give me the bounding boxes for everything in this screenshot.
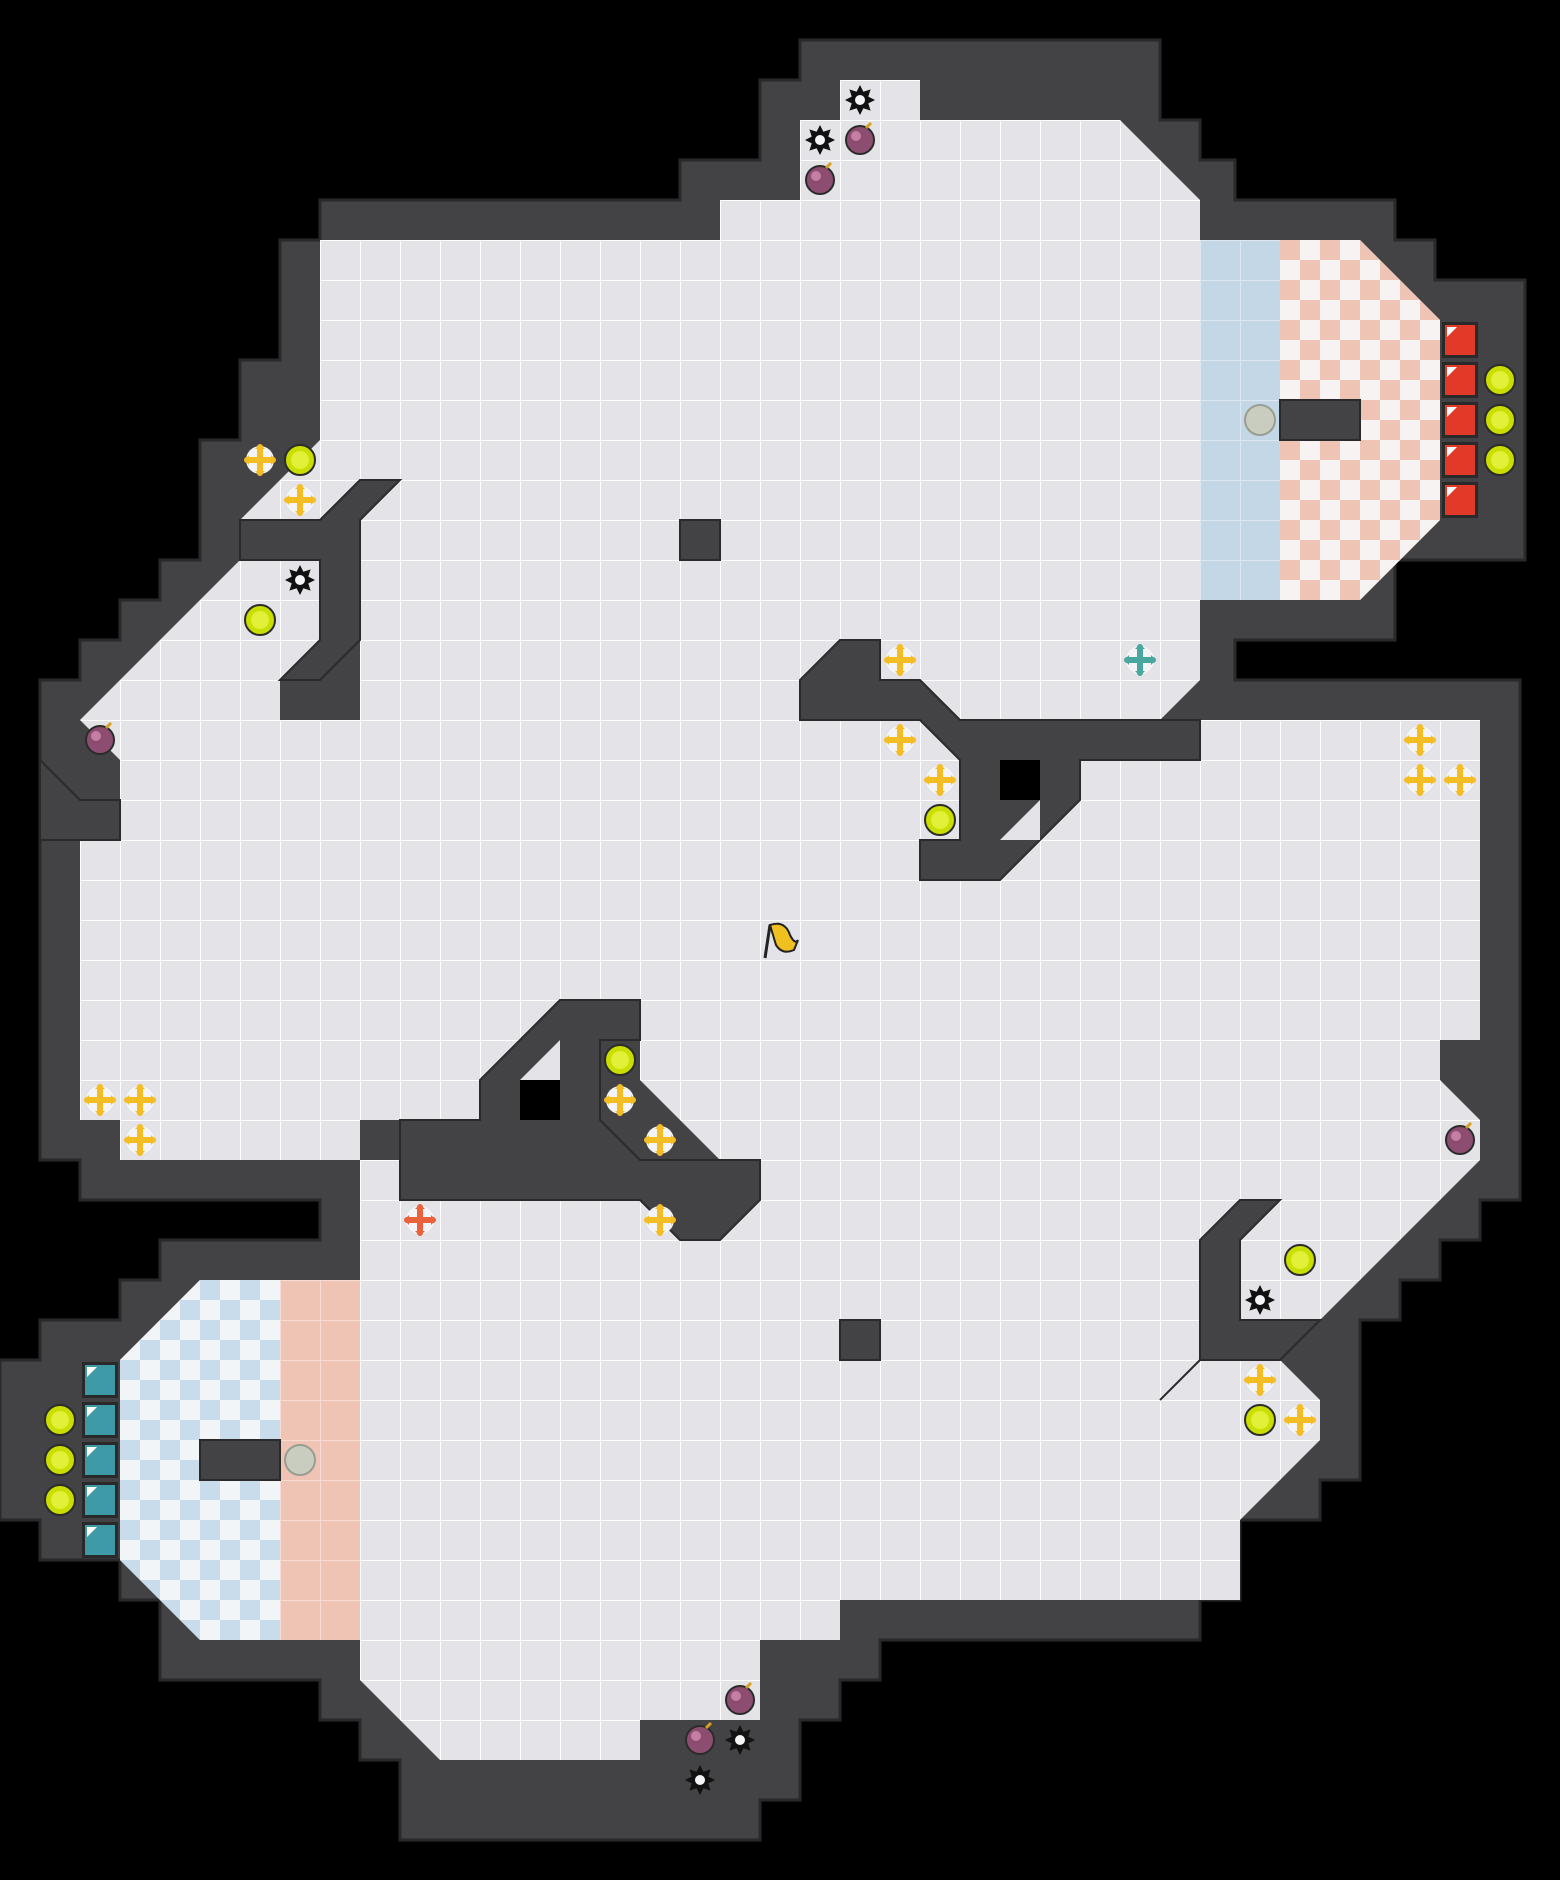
wall-bar-top-base xyxy=(1279,399,1361,441)
wall-lower-right-spur xyxy=(1159,1199,1323,1401)
wall-block-top xyxy=(679,519,721,561)
green-powerup-icon xyxy=(44,1484,76,1516)
red-flag-tile xyxy=(1442,482,1478,518)
wall-upper-left-spur xyxy=(239,479,403,681)
purple-bomb-icon xyxy=(805,161,835,195)
yellow-plus-icon xyxy=(1404,724,1436,756)
map-items xyxy=(44,85,1516,1795)
purple-bomb-icon xyxy=(1445,1121,1475,1155)
green-powerup-icon xyxy=(284,444,316,476)
green-powerup-icon xyxy=(1244,1404,1276,1436)
yellow-plus-icon xyxy=(1444,764,1476,796)
wall-block-bottom xyxy=(839,1319,881,1361)
gap-top-center-diag xyxy=(1000,800,1040,840)
blue-flag-tile xyxy=(82,1482,118,1518)
red-flag-tile xyxy=(1442,402,1478,438)
purple-bomb-icon xyxy=(685,1721,715,1755)
yellow-plus-icon xyxy=(1244,1364,1276,1396)
yellow-flag-icon xyxy=(763,922,799,959)
wall-bar-bottom-base xyxy=(199,1439,281,1481)
yellow-plus-icon xyxy=(924,764,956,796)
wall-bottom-center-arm xyxy=(399,999,761,1241)
floor-main-area xyxy=(80,560,1480,1760)
blue-flag-tile xyxy=(82,1362,118,1398)
red-flag-tile xyxy=(1442,362,1478,398)
yellow-plus-icon xyxy=(1404,764,1436,796)
gaps xyxy=(520,760,1040,1120)
green-powerup-icon xyxy=(1484,364,1516,396)
yellow-plus-icon xyxy=(884,724,916,756)
green-powerup-icon xyxy=(44,1404,76,1436)
green-powerup-icon xyxy=(924,804,956,836)
red-flag-tile xyxy=(1442,322,1478,358)
green-powerup-icon xyxy=(244,604,276,636)
blue-flag-tile xyxy=(82,1522,118,1558)
grey-portal-icon xyxy=(284,1444,316,1476)
black-spike-icon xyxy=(805,125,835,155)
black-spike-icon xyxy=(1245,1285,1275,1315)
black-spike-icon xyxy=(685,1765,715,1795)
green-powerup-icon xyxy=(604,1044,636,1076)
wall-left-notch xyxy=(39,757,121,841)
green-powerup-icon xyxy=(1484,444,1516,476)
grey-portal-icon xyxy=(1244,404,1276,436)
yellow-plus-icon xyxy=(124,1124,156,1156)
yellow-plus-icon xyxy=(1284,1404,1316,1436)
black-spike-icon xyxy=(285,565,315,595)
gap-top-center xyxy=(1000,760,1040,800)
red-flag-tile xyxy=(1442,442,1478,478)
yellow-plus-icon xyxy=(644,1204,676,1236)
yellow-plus-icon xyxy=(244,444,276,476)
green-powerup-icon xyxy=(44,1444,76,1476)
yellow-plus-icon xyxy=(644,1124,676,1156)
teal-plus-icon xyxy=(1124,644,1156,676)
purple-bomb-icon xyxy=(845,121,875,155)
blue-flag-tile xyxy=(82,1442,118,1478)
green-powerup-icon xyxy=(1284,1244,1316,1276)
green-powerup-icon xyxy=(1484,404,1516,436)
yellow-plus-icon xyxy=(604,1084,636,1116)
yellow-plus-icon xyxy=(124,1084,156,1116)
purple-bomb-icon xyxy=(85,721,115,755)
yellow-plus-icon xyxy=(284,484,316,516)
black-spike-icon xyxy=(845,85,875,115)
red-plus-icon xyxy=(404,1204,436,1236)
yellow-plus-icon xyxy=(84,1084,116,1116)
yellow-plus-icon xyxy=(884,644,916,676)
gap-bottom-center xyxy=(520,1080,560,1120)
gap-bottom-center-diag xyxy=(520,1040,560,1080)
blue-flag-tile xyxy=(82,1402,118,1438)
purple-bomb-icon xyxy=(725,1681,755,1715)
black-spike-icon xyxy=(725,1725,755,1755)
